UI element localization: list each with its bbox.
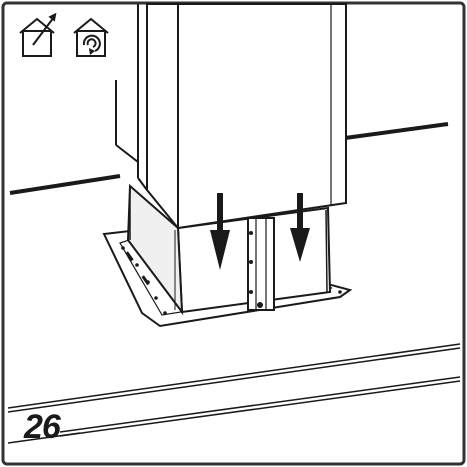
chimney-lower-left	[126, 183, 184, 316]
plate-slot	[125, 251, 134, 262]
house-recirculation-icon	[73, 17, 109, 57]
chimney-upper-front	[177, 3, 347, 230]
down-arrow-right	[290, 193, 310, 262]
down-arrow-left	[210, 193, 230, 270]
house-venting-arrow-icon	[19, 12, 57, 57]
step-number: 26	[24, 408, 61, 446]
bracket-screws	[249, 231, 263, 308]
chimney-upper-left	[146, 3, 179, 231]
plate-slot	[141, 275, 150, 286]
floor-line-1	[7, 343, 461, 409]
chimney-lower-right-edge	[325, 209, 328, 293]
floor-line-2	[7, 347, 461, 413]
wall-line-left	[9, 174, 121, 195]
floor-line-3	[59, 376, 461, 433]
wall-line-right	[344, 122, 449, 140]
floor-line-4	[59, 380, 461, 437]
step-number-underline	[7, 432, 81, 444]
mounting-plate-inner	[119, 239, 333, 316]
